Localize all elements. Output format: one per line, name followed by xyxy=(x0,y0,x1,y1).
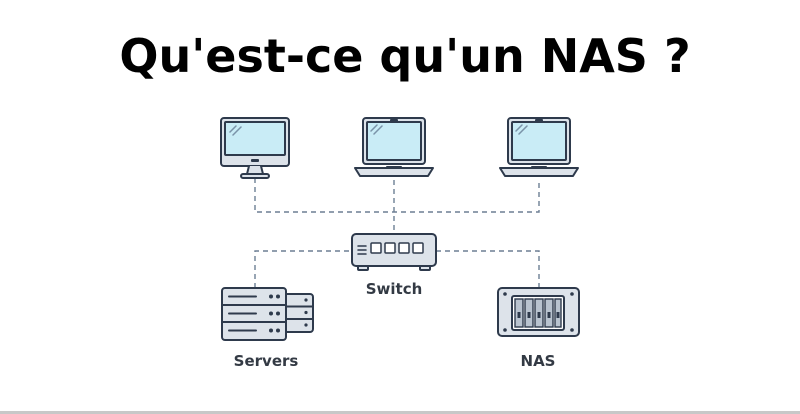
connector-switch-nas xyxy=(436,250,540,288)
nas-icon xyxy=(497,287,580,337)
desktop-monitor-icon xyxy=(220,117,290,179)
servers-label: Servers xyxy=(234,352,299,370)
connector-top-bus xyxy=(254,178,540,213)
connector-switch-servers xyxy=(254,250,352,288)
laptop-icon xyxy=(499,117,579,177)
laptop-icon xyxy=(354,117,434,177)
switch-icon xyxy=(351,233,437,271)
connectors xyxy=(254,178,540,288)
servers-icon xyxy=(221,287,314,341)
bottom-divider xyxy=(0,411,800,414)
switch-label: Switch xyxy=(366,280,423,298)
nas-label: NAS xyxy=(521,352,556,370)
diagram-title: Qu'est-ce qu'un NAS ? xyxy=(119,29,690,83)
